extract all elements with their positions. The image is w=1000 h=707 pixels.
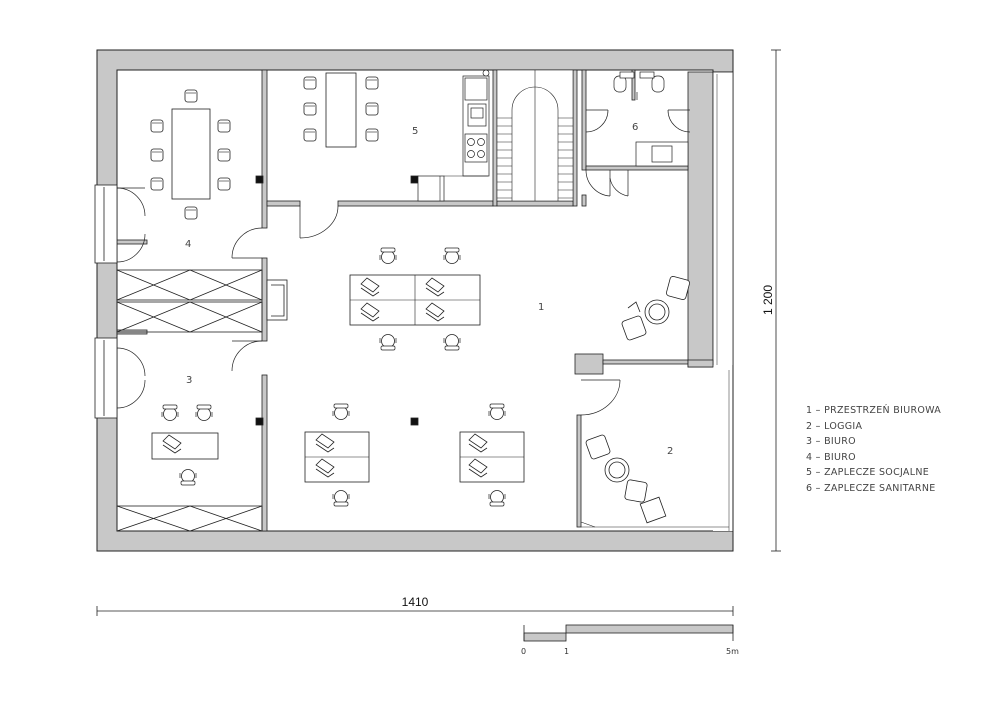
loggia-glazing bbox=[580, 521, 729, 528]
legend-name: ZAPLECZE SOCJALNE bbox=[824, 467, 930, 478]
scale-bar bbox=[523, 624, 734, 642]
legend-name: ZAPLECZE SANITARNE bbox=[824, 482, 936, 494]
legend-item: 5 – ZAPLECZE SOCJALNE bbox=[806, 467, 930, 478]
legend-name: PRZESTRZEŃ BIUROWA bbox=[824, 405, 942, 416]
kitchen bbox=[303, 69, 490, 202]
legend-item: 1 – PRZESTRZEŃ BIUROWA bbox=[806, 405, 942, 416]
scale-label-1: 1 bbox=[564, 647, 569, 656]
workstation-cluster-left bbox=[304, 403, 370, 507]
legend-number: 1 bbox=[806, 405, 813, 416]
room-number-5: 5 bbox=[412, 126, 418, 137]
legend-item: 4 – BIURO bbox=[806, 451, 856, 463]
left-windows bbox=[94, 184, 118, 419]
staircase bbox=[496, 69, 574, 202]
room-number-4: 4 bbox=[185, 239, 191, 250]
room-legend: 1 – PRZESTRZEŃ BIUROWA 2 – LOGGIA 3 – BI… bbox=[806, 403, 941, 496]
fireplace bbox=[266, 279, 288, 321]
office-3-desk bbox=[151, 404, 219, 486]
legend-name: BIURO bbox=[824, 451, 856, 463]
legend-number: 3 bbox=[806, 436, 813, 447]
room-number-2: 2 bbox=[667, 446, 673, 457]
storage-cabinets bbox=[116, 269, 263, 532]
legend-name: BIURO bbox=[824, 436, 856, 447]
bathroom-fixtures bbox=[613, 71, 689, 167]
legend-name: LOGGIA bbox=[824, 420, 863, 432]
workstation-cluster-right bbox=[459, 403, 525, 507]
legend-number: 6 bbox=[806, 482, 813, 494]
right-wall-upper bbox=[687, 71, 714, 368]
lounge-seating bbox=[621, 276, 690, 341]
legend-number: 5 bbox=[806, 467, 813, 478]
scale-label-5m: 5m bbox=[726, 647, 739, 656]
width-dimension-label: 1410 bbox=[402, 595, 429, 609]
meeting-table bbox=[150, 89, 231, 220]
legend-item: 3 – BIURO bbox=[806, 436, 856, 447]
doors bbox=[116, 109, 691, 416]
legend-item: 2 – LOGGIA bbox=[806, 420, 863, 432]
legend-number: 4 bbox=[806, 451, 813, 463]
width-dimension bbox=[96, 606, 734, 616]
legend-item: 6 – ZAPLECZE SANITARNE bbox=[806, 482, 936, 494]
workstation-cluster-center bbox=[349, 247, 481, 351]
height-dimension-label: 1 200 bbox=[761, 285, 775, 315]
legend-number: 2 bbox=[806, 420, 813, 432]
scale-label-0: 0 bbox=[521, 647, 526, 656]
room-number-1: 1 bbox=[538, 302, 544, 313]
room-number-3: 3 bbox=[186, 375, 192, 386]
height-dimension bbox=[771, 49, 781, 552]
room-number-6: 6 bbox=[632, 122, 638, 133]
loggia-seating bbox=[585, 434, 667, 524]
